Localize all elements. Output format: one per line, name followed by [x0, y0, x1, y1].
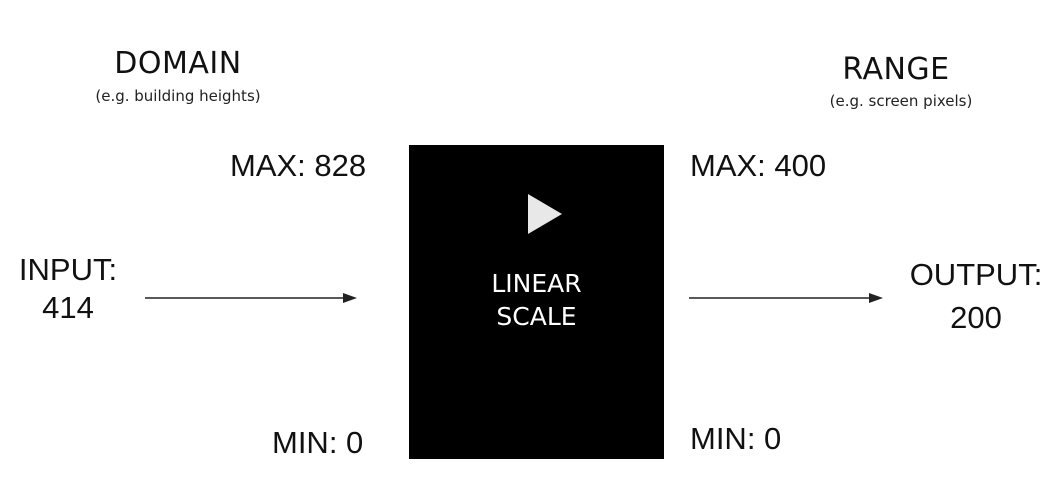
domain-max-label: MAX: 828 — [230, 148, 367, 183]
range-subtitle: (e.g. screen pixels) — [829, 92, 973, 110]
input-arrow-head — [343, 293, 357, 303]
range-title: RANGE — [842, 52, 950, 87]
output-label: OUTPUT: — [909, 257, 1043, 292]
domain-subtitle: (e.g. building heights) — [95, 87, 261, 105]
scale-text-line2: SCALE — [496, 302, 577, 331]
play-icon[interactable] — [528, 194, 562, 234]
input-arrow — [145, 293, 357, 303]
domain-min-label: MIN: 0 — [272, 425, 364, 460]
input-value: 414 — [42, 290, 94, 325]
output-arrow — [689, 293, 883, 303]
domain-title: DOMAIN — [114, 46, 242, 81]
linear-scale-text: LINEAR SCALE — [409, 267, 664, 333]
output-arrow-head — [869, 293, 883, 303]
scale-text-line1: LINEAR — [491, 269, 582, 298]
input-label: INPUT: — [18, 252, 118, 287]
output-value: 200 — [950, 300, 1002, 335]
linear-scale-box[interactable]: LINEAR SCALE — [409, 145, 664, 459]
range-min-label: MIN: 0 — [690, 421, 782, 456]
range-max-label: MAX: 400 — [690, 148, 827, 183]
